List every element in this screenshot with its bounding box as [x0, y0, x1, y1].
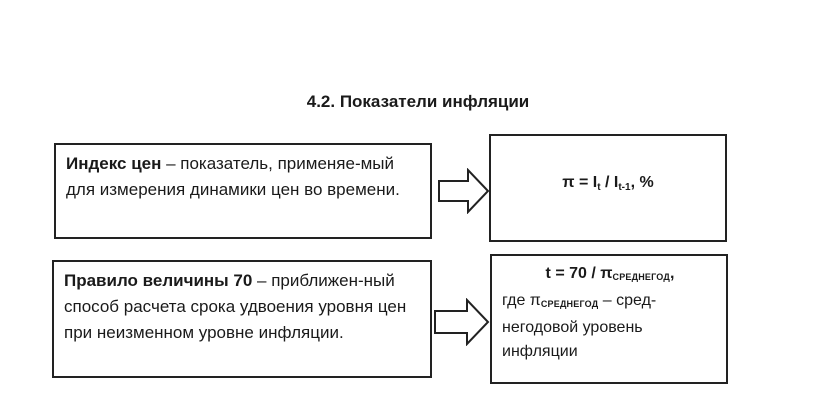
rule-of-70-term: Правило величины 70	[64, 271, 253, 290]
rule-of-70-formula-explanation: где πСРЕДНЕГОД – сред-негодовой уровень …	[502, 292, 657, 360]
rule-of-70-formula-box: t = 70 / πСРЕДНЕГОД, где πСРЕДНЕГОД – сре…	[490, 254, 728, 384]
price-index-formula: π = It / It-1, %	[562, 174, 654, 193]
price-index-description: – показатель, применяе-мый для измерения…	[66, 154, 400, 199]
price-index-term: Индекс цен	[66, 154, 162, 173]
price-index-formula-box: π = It / It-1, %	[489, 134, 727, 242]
price-index-definition-box: Индекс цен – показатель, применяе-мый дл…	[54, 143, 432, 239]
rule-of-70-formula-line1: t = 70 / πСРЕДНЕГОД,	[545, 265, 675, 282]
rule-of-70-definition-box: Правило величины 70 – приближен-ный спос…	[52, 260, 432, 378]
right-arrow-icon	[438, 168, 490, 214]
rule-of-70-formula: t = 70 / πСРЕДНЕГОД, где πСРЕДНЕГОД – сре…	[492, 256, 726, 364]
right-arrow-icon	[434, 298, 490, 346]
rule-of-70-description: – приближен-ный способ расчета срока удв…	[64, 271, 407, 342]
section-title: 4.2. Показатели инфляции	[306, 92, 530, 111]
